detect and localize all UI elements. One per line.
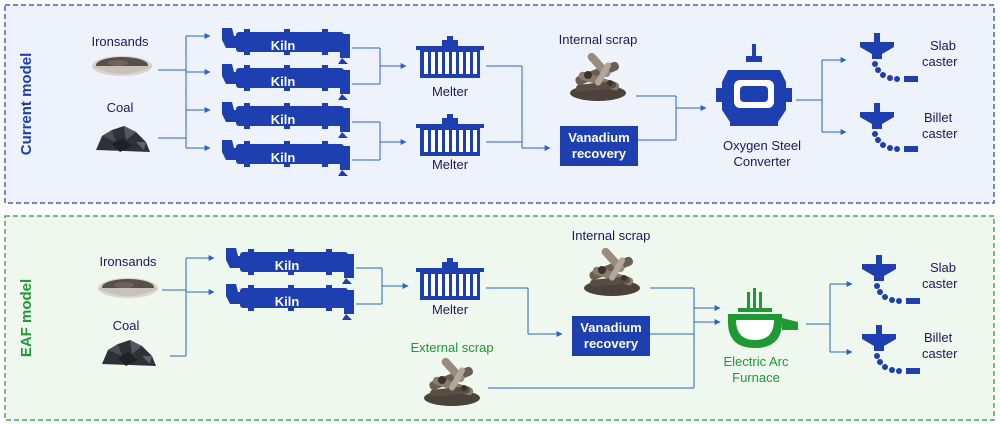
slab-caster-label: Slab (930, 260, 956, 275)
melter-label: Melter (432, 157, 469, 172)
eaf-model-title: EAF model (18, 279, 35, 357)
svg-text:Kiln: Kiln (275, 258, 300, 273)
svg-text:Vanadium: Vanadium (568, 130, 629, 145)
slab-caster-label: caster (922, 54, 958, 69)
electric-arc-furnace-icon (728, 288, 798, 348)
billet-caster-label: Billet (924, 330, 953, 345)
kiln: Kiln (222, 140, 350, 176)
kiln: Kiln (222, 64, 350, 100)
furnace-connectors (806, 281, 853, 355)
svg-text:recovery: recovery (584, 336, 639, 351)
svg-text:Kiln: Kiln (271, 38, 296, 53)
converter-icon (716, 44, 792, 126)
billet-caster-label: Billet (924, 110, 953, 125)
slab-caster-label: caster (922, 276, 958, 291)
melter-connectors (486, 287, 721, 389)
svg-text:Vanadium: Vanadium (580, 320, 641, 335)
slab-caster-label: Slab (930, 38, 956, 53)
kiln: Kiln (226, 248, 354, 284)
svg-text:Kiln: Kiln (271, 150, 296, 165)
svg-text:recovery: recovery (572, 146, 627, 161)
ironsands-image (92, 56, 152, 76)
current-model-title: Current model (18, 53, 35, 156)
ironsands-label: Ironsands (91, 34, 149, 49)
converter-label: Converter (733, 154, 791, 169)
ironsands-image (98, 278, 158, 298)
melter-label: Melter (432, 84, 469, 99)
kiln: Kiln (222, 102, 350, 138)
current-model-panel: Current model Ironsands Coal Kiln Kiln K… (4, 4, 995, 204)
coal-label: Coal (107, 100, 134, 115)
coal-label: Coal (113, 318, 140, 333)
furnace-label: Electric Arc (723, 354, 789, 369)
eaf-model-panel: EAF model Ironsands Coal Kiln Kiln Melte… (4, 215, 995, 421)
input-connectors (162, 255, 215, 357)
external-scrap-label: External scrap (410, 340, 493, 355)
converter-label: Oxygen Steel (723, 138, 801, 153)
converter-connectors (796, 57, 847, 135)
kiln-connectors (352, 47, 407, 161)
melter-label: Melter (432, 302, 469, 317)
billet-caster-label: caster (922, 126, 958, 141)
internal-scrap-label: Internal scrap (572, 228, 651, 243)
melter-connectors (486, 65, 707, 151)
kiln: Kiln (222, 28, 350, 64)
internal-scrap-label: Internal scrap (559, 32, 638, 47)
kiln-connectors (356, 267, 409, 305)
furnace-label: Furnace (732, 370, 780, 385)
vanadium-recovery-box: Vanadium recovery (572, 316, 650, 356)
input-connectors (158, 33, 211, 151)
kiln: Kiln (226, 284, 354, 320)
svg-text:Kiln: Kiln (271, 112, 296, 127)
svg-text:Kiln: Kiln (275, 294, 300, 309)
ironsands-label: Ironsands (99, 254, 157, 269)
vanadium-recovery-box: Vanadium recovery (560, 126, 638, 166)
billet-caster-label: caster (922, 346, 958, 361)
svg-text:Kiln: Kiln (271, 74, 296, 89)
